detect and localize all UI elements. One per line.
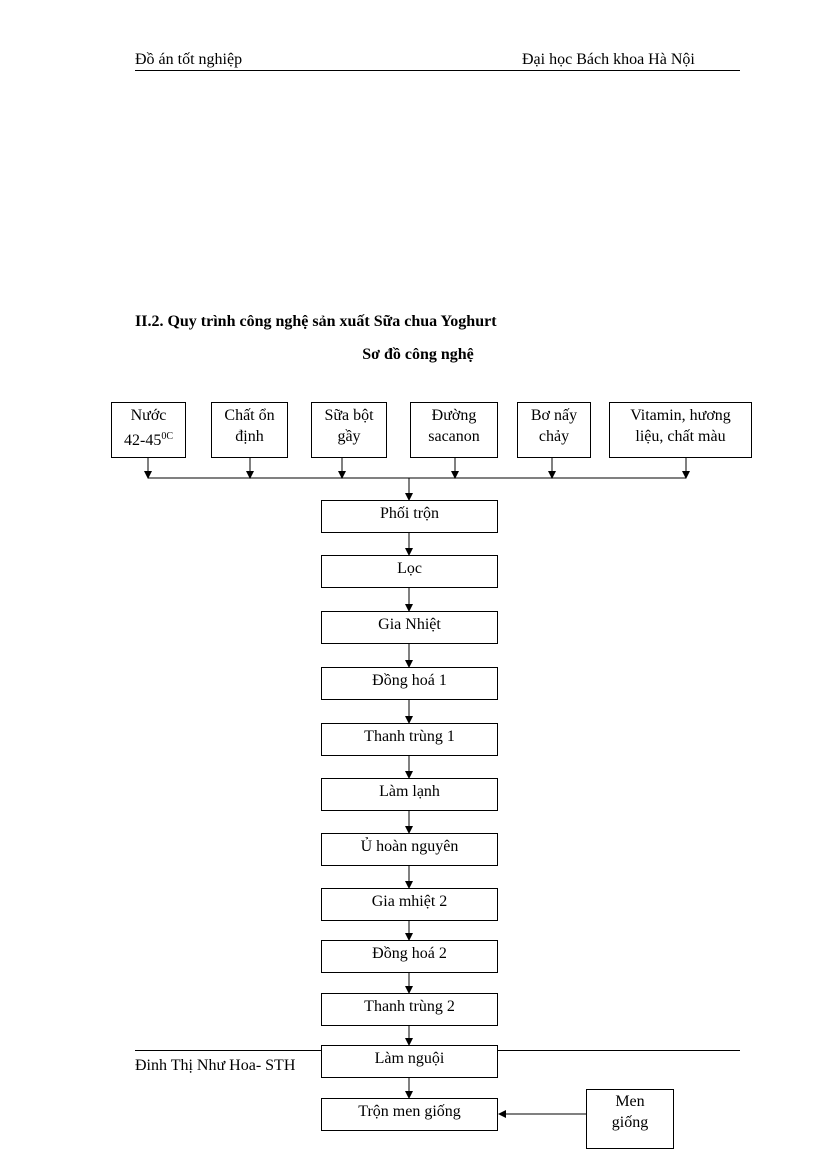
header-left: Đồ án tốt nghiệp <box>135 51 243 68</box>
input-box-label: sacanon <box>428 428 480 445</box>
header-rule <box>135 70 740 71</box>
step-box: Làm lạnh <box>321 778 498 811</box>
flow-connectors <box>144 458 690 1118</box>
input-box-label: 42-450C <box>124 431 173 449</box>
step-box: Ủ hoàn nguyên <box>321 833 498 866</box>
step-box: Đồng hoá 2 <box>321 940 498 973</box>
step-box: Lọc <box>321 555 498 588</box>
input-box-label: Chất ổn <box>224 407 275 424</box>
step-box: Phối trộn <box>321 500 498 533</box>
input-box-label: Đường <box>431 407 477 424</box>
section-heading: II.2. Quy trình công nghệ sản xuất Sữa c… <box>135 313 497 330</box>
step-box: Gia mhiệt 2 <box>321 888 498 921</box>
step-box: Thanh trùng 1 <box>321 723 498 756</box>
input-box-label: chảy <box>538 428 570 445</box>
input-box-stabilizer: Chất ổn định <box>211 402 288 458</box>
input-box-label: Sữa bột <box>324 407 374 424</box>
step-box: Trộn men giống <box>321 1098 498 1131</box>
step-box: Thanh trùng 2 <box>321 993 498 1026</box>
input-box-water: Nước 42-450C <box>111 402 186 458</box>
input-box-skim-milk-powder: Sữa bột gầy <box>311 402 387 458</box>
step-box: Làm nguội <box>321 1045 498 1078</box>
input-box-butter: Bơ nấy chảy <box>517 402 591 458</box>
input-box-label: Bơ nấy <box>530 407 578 424</box>
footer-author: Đinh Thị Như Hoa- STH <box>135 1057 296 1074</box>
input-box-sugar: Đường sacanon <box>410 402 498 458</box>
input-box-label: Nước <box>130 407 167 424</box>
input-box-starter-culture: Men giống <box>586 1089 674 1149</box>
input-box-label: gầy <box>337 428 361 445</box>
input-box-label: Vitamin, hương <box>630 407 731 424</box>
input-box-vitamins: Vitamin, hương liệu, chất màu <box>609 402 752 458</box>
step-box: Đồng hoá 1 <box>321 667 498 700</box>
input-box-label: Men <box>615 1093 645 1110</box>
input-box-label: liệu, chất màu <box>635 428 726 445</box>
diagram-title: Sơ đồ công nghệ <box>362 346 474 363</box>
step-box: Gia Nhiệt <box>321 611 498 644</box>
input-box-label: định <box>235 428 264 445</box>
header-right: Đại học Bách khoa Hà Nội <box>522 51 695 68</box>
